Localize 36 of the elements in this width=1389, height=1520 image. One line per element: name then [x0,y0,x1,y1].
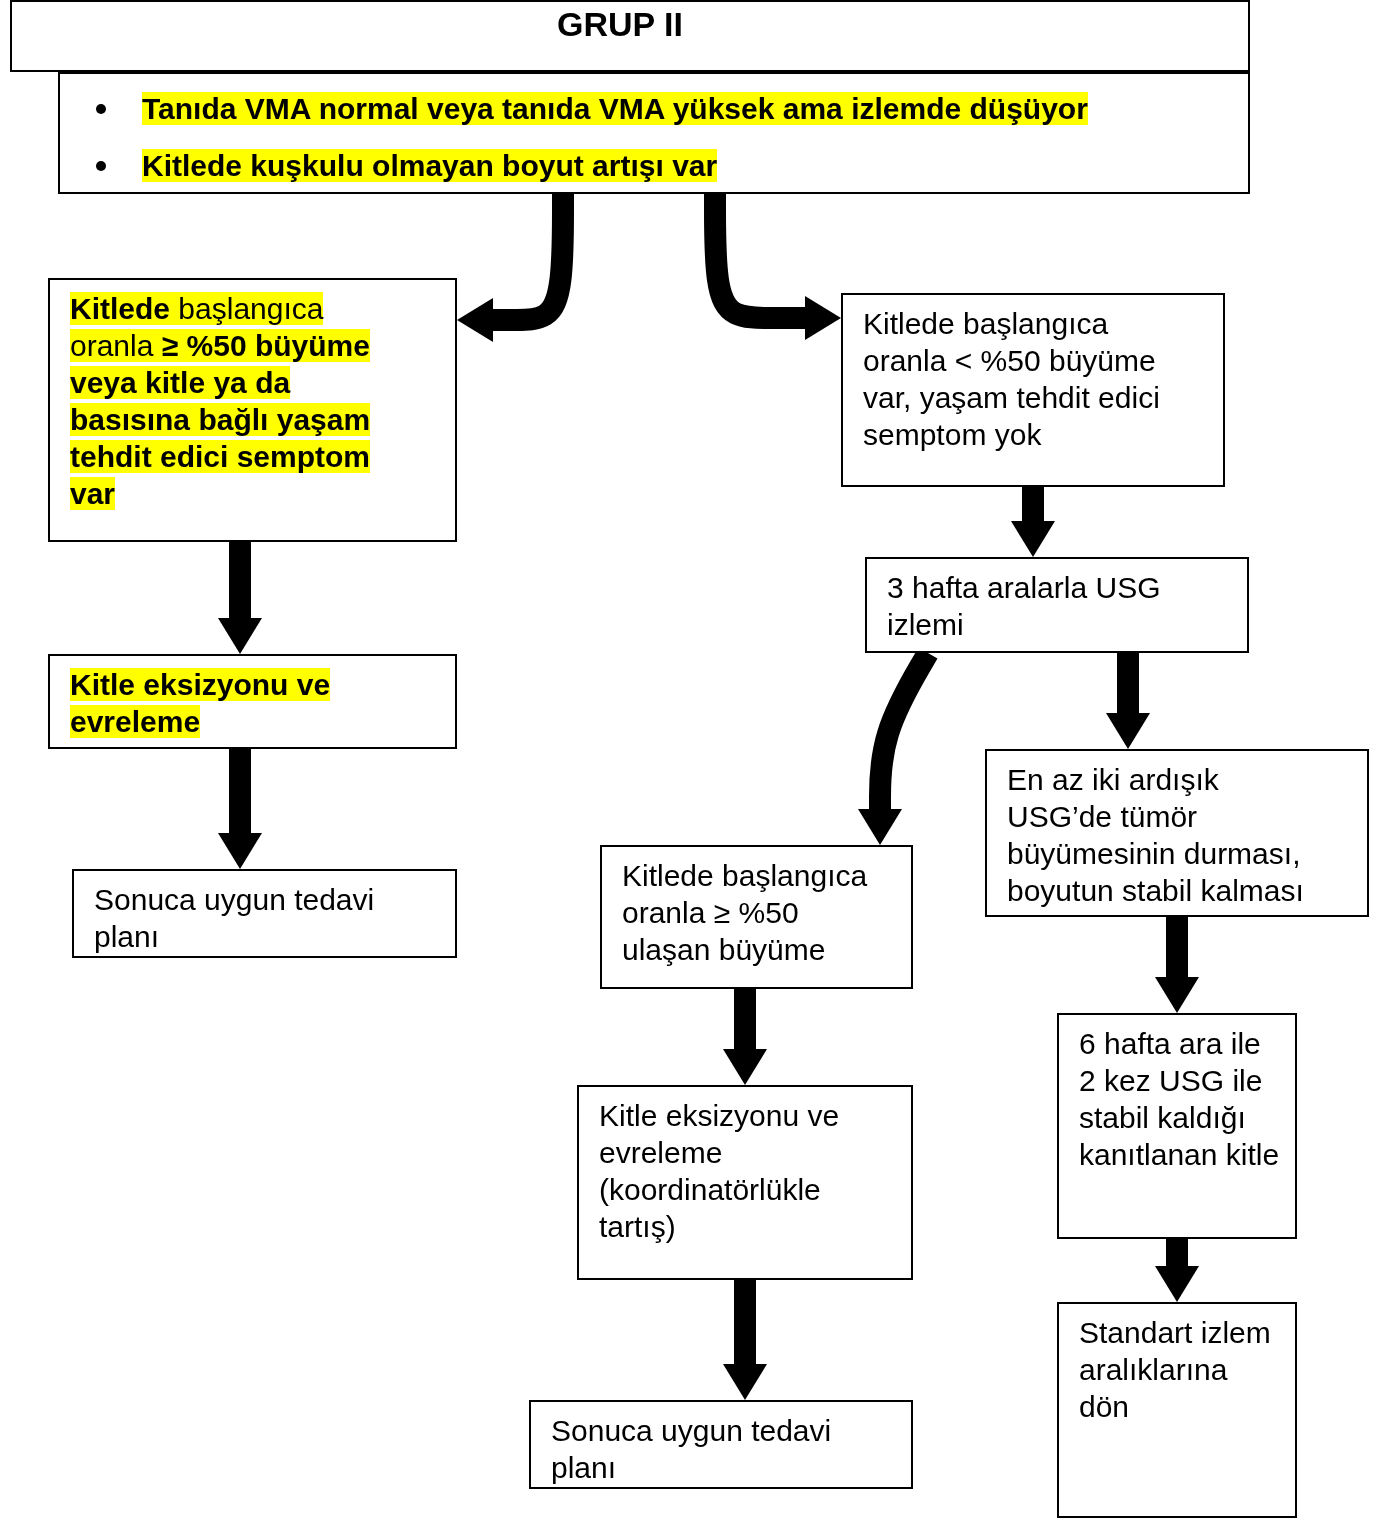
flow-box [841,293,1225,487]
box-text: Kitle eksizyonu ve evreleme (koordinatörlükle tartış) [599,1098,841,1245]
arrow [218,542,262,654]
flow-box [985,749,1369,917]
flow-box [48,654,457,749]
arrow [1155,1239,1199,1302]
arrow [723,989,767,1085]
box-text: Kitlede kuşkulu olmayan boyut artışı var [142,148,719,184]
flow-box [58,72,1250,194]
arrow [218,749,262,869]
flow-box [865,557,1249,653]
flow-box [1057,1302,1297,1518]
arrow [1106,653,1150,749]
flow-box [10,0,1250,72]
box-text: GRUP II [556,6,684,43]
box-text: Sonuca uygun tedavi planı [551,1413,833,1486]
box-text: Sonuca uygun tedavi planı [94,882,376,955]
box-text: 3 hafta aralarla USG izlemi [887,570,1162,643]
arrow [704,194,841,340]
flow-box [1057,1013,1297,1239]
box-text: En az iki ardışık USG’de tümör büyümesinin durması, boyutun stabil kalması [1007,762,1305,909]
box-text: 6 hafta ara ile 2 kez USG ile stabil kaldığı kanıtlanan kitle [1079,1026,1281,1173]
flow-box [577,1085,913,1280]
box-text: Standart izlem aralıklarına dön [1079,1315,1272,1425]
box-text: Kitlede başlangıca oranla < %50 büyüme var, yaşam tehdit edici semptom yok [863,306,1161,453]
box-text: Tanıda VMA normal veya tanıda VMA yüksek ama izlemde düşüyor [142,91,1089,127]
flow-box [529,1400,913,1489]
arrow [1155,917,1199,1013]
arrow [723,1280,767,1400]
flow-box [600,845,913,989]
flow-box [48,278,457,542]
box-text: Kitlede başlangıca oranla ≥ %50 ulaşan büyüme [622,858,869,968]
arrow [457,194,574,342]
arrow [1011,487,1055,557]
box-text: Kitle eksizyonu ve evreleme [70,667,332,740]
flow-box [72,869,457,958]
